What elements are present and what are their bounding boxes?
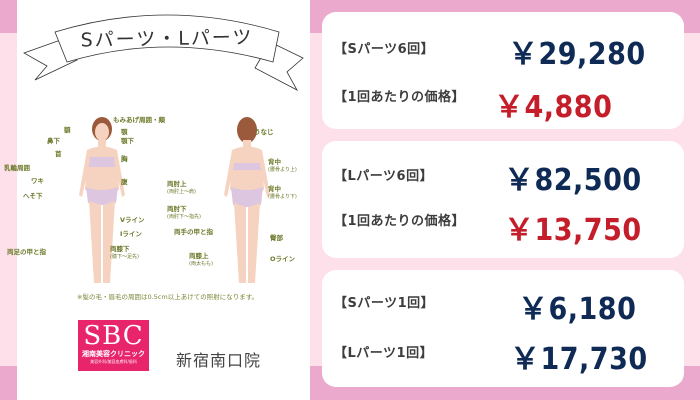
price-value: ￥29,280: [508, 37, 646, 72]
price-per-session: ￥4,880: [494, 90, 613, 125]
ribbon-title: Sパーツ・Lパーツ: [80, 26, 254, 52]
front-body-figure-icon: [79, 117, 125, 283]
label-forehead: 額: [64, 126, 71, 134]
label-nape: うなじ: [254, 128, 274, 136]
label-hands-fingers: 両手の甲と指: [174, 228, 213, 236]
label-belly: 腹: [121, 178, 128, 186]
price-value: ￥17,730: [510, 342, 648, 377]
label-upper-back: 背中 (腰骨より上): [268, 158, 297, 173]
label-underarm: ワキ: [31, 177, 44, 185]
back-body-figure-icon: [224, 117, 270, 283]
label-lower-arms: 両肘下 (両肘下～指先): [167, 205, 201, 220]
label-upper-arms: 両肘上 (両肘上～肩): [167, 180, 196, 195]
row-label: 【1回あたりの価格】: [334, 214, 466, 229]
row-label: 【1回あたりの価格】: [334, 90, 466, 105]
row-label: 【Sパーツ1回】: [334, 296, 435, 311]
body-diagram-panel: Sパーツ・Lパーツ 額 もみあげ周囲・頬 顎 鼻下 顎下 首 胸 乳輪周囲 ワキ…: [4, 0, 310, 400]
label-chin: 顎: [121, 128, 128, 136]
label-below-knees: 両膝下 (膝下～足先): [110, 245, 139, 260]
label-chest: 胸: [121, 155, 128, 163]
row-label: 【Sパーツ6回】: [334, 42, 435, 57]
label-under-chin: 顎下: [121, 137, 134, 145]
sbc-logo: SBC 湘南美容クリニック 美容外科/美容皮膚科/歯科: [78, 320, 149, 371]
label-under-nose: 鼻下: [47, 137, 60, 145]
branch-name: 新宿南口院: [176, 351, 262, 370]
price-card-l-parts-6: 【Lパーツ6回】 ￥82,500 【1回あたりの価格】 ￥13,750: [322, 141, 684, 258]
label-lower-back: 背中 (腰骨より下): [268, 185, 297, 200]
ribbon-banner-icon: [23, 14, 304, 91]
price-value: ￥82,500: [504, 163, 642, 198]
label-o-line: Oライン: [270, 255, 296, 263]
label-neck: 首: [55, 150, 62, 158]
price-card-s-parts-6: 【Sパーツ6回】 ￥29,280 【1回あたりの価格】 ￥4,880: [322, 12, 684, 129]
row-label: 【Lパーツ6回】: [334, 169, 434, 184]
label-feet-toes: 両足の甲と指: [7, 248, 46, 256]
price-per-session: ￥13,750: [504, 213, 642, 248]
treatment-note: ※髪の毛・眉毛の周囲は0.5cm以上あけての照射になります。: [77, 293, 259, 301]
label-below-navel: へそ下: [23, 192, 43, 200]
price-value: ￥6,180: [518, 292, 637, 327]
label-above-knees: 両膝上 (両太もも): [189, 252, 213, 267]
price-card-single: 【Sパーツ1回】 ￥6,180 【Lパーツ1回】 ￥17,730: [322, 270, 684, 387]
label-areola: 乳輪周囲: [4, 164, 30, 172]
label-i-line: Iライン: [120, 230, 142, 238]
label-buttocks: 臀部: [270, 234, 283, 242]
label-v-line: Vライン: [120, 216, 145, 224]
row-label: 【Lパーツ1回】: [334, 346, 434, 361]
label-sideburns-cheeks: もみあげ周囲・頬: [113, 116, 165, 124]
